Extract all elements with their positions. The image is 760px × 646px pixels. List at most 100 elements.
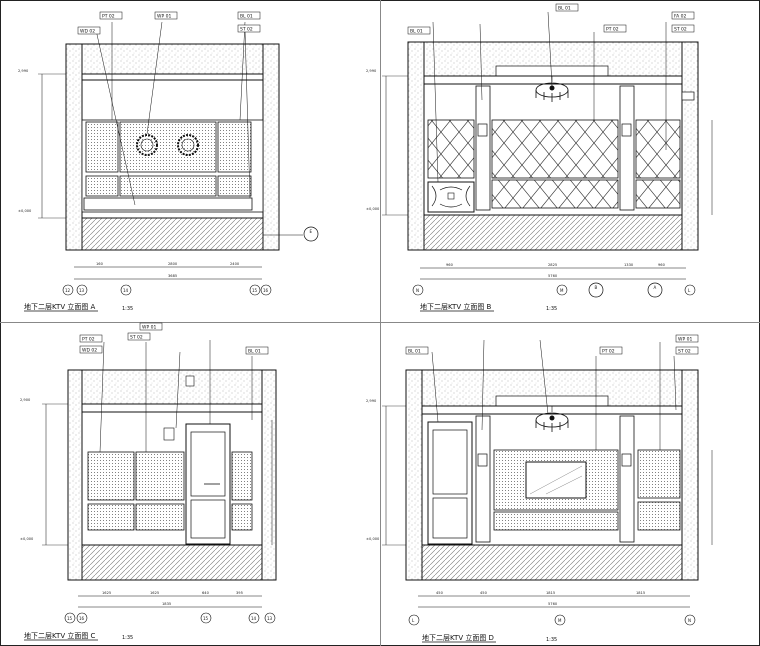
elevation-a-dim: 2400 (230, 262, 240, 266)
elevation-b-axis: N (416, 288, 419, 293)
elevation-d-axis: N (688, 618, 691, 623)
elevation-c-panel (135, 451, 185, 501)
elevation-c-right-wall (261, 369, 277, 581)
elevation-c-axis: 15 (203, 616, 209, 621)
elevation-b: BL 01 BL 01 PT 02 FA 02 ST 02 2,990 ±0,0… (366, 3, 713, 312)
elevation-b-section-marker (647, 282, 663, 298)
elevation-a-section-marker (303, 226, 319, 242)
elevation-b-tag-bl: BL 01 (558, 6, 571, 12)
elevation-d: BL 01 WP 01 PT 02 ST 02 2,990 ±0,000 450… (366, 334, 713, 643)
elevation-d-level-top: 2,990 (366, 399, 377, 403)
elevation-a-axis: 12 (65, 288, 71, 293)
elevation-b-dim: 960 (446, 263, 454, 267)
elevation-d-chandelier (535, 406, 569, 432)
elevation-d-left-wall (405, 369, 423, 581)
elevation-c-title: 地下二层KTV 立面图 C (24, 631, 96, 640)
elevation-a-panel (217, 175, 252, 197)
elevation-d-panel (637, 449, 681, 499)
elevation-b-cabinet (427, 181, 475, 213)
elevation-a-wreath-right (177, 134, 199, 156)
elevation-d-tv (525, 461, 587, 499)
elevation-c-dim: 395 (236, 591, 243, 595)
elevation-b-chandelier (535, 76, 569, 102)
elevation-a-panel (85, 175, 119, 197)
elevation-d-dim: 450 (480, 591, 488, 595)
elevation-b-scale: 1:35 (546, 306, 557, 312)
elevation-b-diamond-panel (427, 119, 475, 179)
elevation-c-dim: 640 (202, 591, 210, 595)
elevation-b-dim: 960 (658, 263, 666, 267)
elevation-b-dim: 2825 (548, 263, 557, 267)
elevation-a-axis: 15 (252, 288, 258, 293)
elevation-c-axis: 16 (79, 616, 85, 621)
elevation-c-left-wall (67, 369, 83, 581)
elevation-c-panel (231, 451, 253, 501)
elevation-b-sconce (477, 123, 488, 137)
elevation-b-tag-fa: FA 02 (674, 14, 687, 20)
elevation-a-panel (119, 175, 217, 197)
elevation-c-tag-wd: WD 02 (82, 348, 97, 354)
elevation-a-tag-wp: WP 01 (157, 14, 171, 20)
elevation-a-tag-bl: BL 01 (240, 14, 253, 20)
elevation-a-right-wall (262, 43, 280, 251)
elevation-c: PT 02 WD 02 WP 01 ST 02 BL 01 2,900 ±0,0… (20, 322, 277, 641)
sheet-horizontal-divider (0, 322, 760, 323)
elevation-a-axis: 13 (79, 288, 85, 293)
elevation-b-floor-slab (423, 214, 683, 251)
elevation-a-scale: 1:35 (122, 306, 133, 312)
elevation-b-pilaster (619, 85, 635, 211)
elevation-a-ceiling-slab (81, 43, 264, 75)
elevation-b-sconce (621, 123, 632, 137)
elevation-d-tag-bl: BL 01 (408, 349, 421, 355)
elevation-b-diamond-panel (491, 179, 619, 209)
elevation-a: PT 02 WD 02 WP 01 BL 01 ST 02 E 2,990 ±0… (18, 11, 319, 312)
elevation-b-section-ref: A (654, 285, 657, 290)
elevation-a-level-top: 2,990 (18, 69, 29, 73)
elevation-c-ceiling-slab (81, 369, 263, 405)
elevation-a-dim: 160 (96, 262, 104, 266)
elevation-c-switch-panel (163, 427, 175, 441)
elevation-d-panel (637, 501, 681, 531)
elevation-c-level-top: 2,900 (20, 398, 31, 402)
elevation-a-axis: 16 (263, 288, 269, 293)
elevation-a-floor-slab (81, 217, 264, 251)
elevation-b-left-wall (407, 41, 425, 251)
elevation-d-right-wall (681, 369, 699, 581)
elevation-d-axis: M (558, 618, 562, 623)
elevation-c-tag-pt: PT 02 (82, 337, 95, 343)
elevation-d-sconce (477, 453, 488, 467)
elevation-a-tag-wd: WD 02 (80, 29, 95, 35)
elevation-b-diamond-panel (635, 119, 681, 179)
elevation-d-tag-pt: PT 02 (602, 349, 615, 355)
elevation-c-axis: 13 (267, 616, 273, 621)
elevation-d-dim: 5760 (548, 602, 558, 606)
elevation-b-diamond-panel (635, 179, 681, 209)
elevation-b-ceiling-recess (495, 65, 609, 77)
elevation-a-section-ref: E (310, 229, 313, 234)
elevation-b-tag-st: ST 02 (674, 27, 687, 33)
elevation-c-panel (87, 503, 135, 531)
elevation-a-panel (119, 121, 217, 173)
elevation-a-dim: 2800 (168, 262, 178, 266)
elevation-b-pilaster (475, 85, 491, 211)
elevation-a-tag-st: ST 02 (240, 27, 253, 33)
elevation-d-title: 地下二层KTV 立面图 D (422, 633, 494, 642)
elevation-a-panel (85, 121, 119, 173)
elevation-a-title: 地下二层KTV 立面图 A (24, 302, 96, 311)
elevation-b-level-top: 2,990 (366, 69, 377, 73)
elevation-c-axis: 15 (67, 616, 73, 621)
elevation-b-section-marker (588, 282, 604, 298)
elevation-c-dim: 1835 (162, 602, 171, 606)
elevation-b-section-ref: B (595, 285, 598, 290)
elevation-c-dim: 1625 (102, 591, 111, 595)
elevation-c-dim: 1625 (150, 591, 159, 595)
elevation-d-panel (493, 511, 619, 531)
elevation-c-tag-st: ST 02 (130, 335, 143, 341)
elevation-b-dim: 5760 (548, 274, 558, 278)
elevation-c-level-floor: ±0,000 (20, 537, 34, 541)
elevation-b-level-floor: ±0,000 (366, 207, 380, 211)
elevation-d-dim: 450 (436, 591, 444, 595)
elevation-b-axis: M (560, 288, 564, 293)
